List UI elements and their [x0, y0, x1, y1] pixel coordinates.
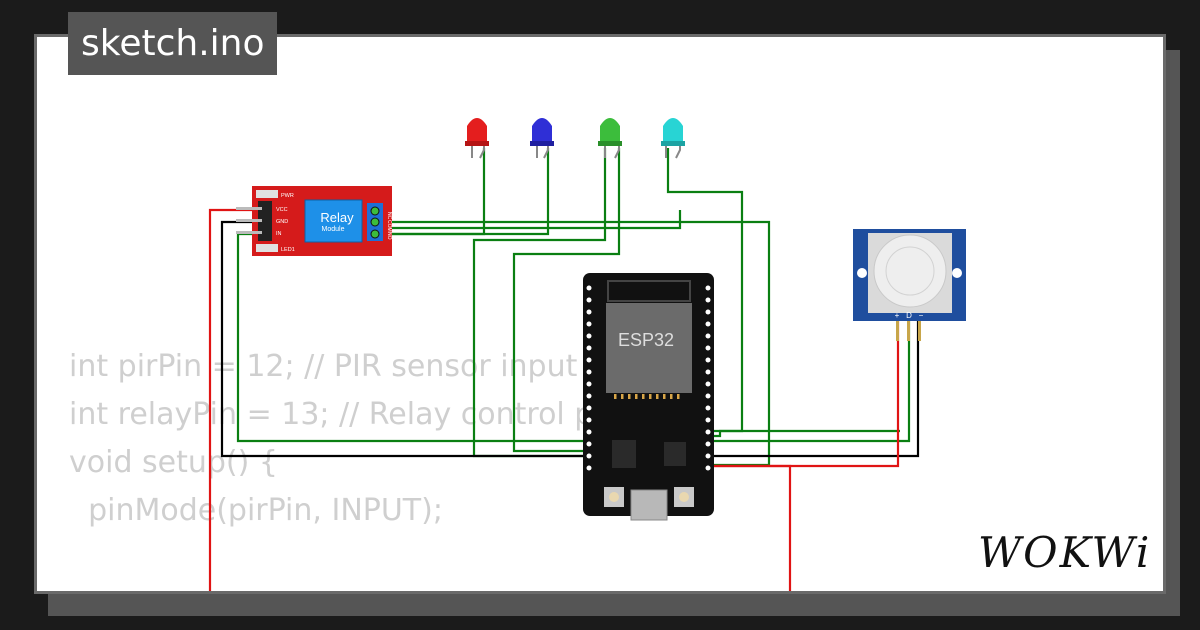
wire-relay-no — [386, 210, 682, 230]
led-red[interactable] — [465, 118, 489, 159]
relay-contact-nc: NC — [386, 212, 392, 220]
led-green[interactable] — [598, 118, 622, 159]
wire-blue-led — [386, 148, 550, 236]
usb-port — [630, 489, 668, 521]
esp32-boot-button[interactable] — [604, 487, 624, 507]
pir-pin-gnd: − — [919, 311, 924, 320]
code-line: pinMode(pirPin, INPUT); — [69, 493, 443, 528]
led-cyan[interactable] — [661, 118, 685, 159]
relay-pin-gnd: GND — [276, 219, 288, 225]
wire-in-to-pir-d — [236, 232, 911, 443]
esp32-pin-holes — [586, 285, 711, 471]
pir-pin-vcc: + — [895, 311, 900, 320]
wire-esp-right — [707, 429, 900, 438]
wire-pir-vcc — [707, 316, 900, 468]
wire-green-led-b — [512, 148, 621, 453]
sketch-title-tag: sketch.ino — [68, 12, 278, 75]
pir-sensor[interactable]: + D − — [853, 229, 966, 341]
wire-ground — [220, 220, 920, 458]
wire-vcc — [208, 208, 260, 591]
esp32-en-button[interactable] — [674, 487, 694, 507]
relay-pin-in: IN — [276, 231, 282, 237]
led-blue[interactable] — [530, 118, 554, 159]
code-line: void setup() { — [69, 445, 278, 480]
wokwi-logo: WOKWi — [978, 528, 1152, 577]
relay-contact-no: NO — [386, 232, 392, 240]
relay-led-pwr: PWR — [281, 193, 294, 199]
relay-title: Relay — [320, 210, 354, 225]
code-line: int relayPin = 13; // Relay control pin — [69, 397, 621, 432]
relay-pin-vcc: VCC — [276, 207, 288, 213]
esp32-chip-label: ESP32 — [618, 330, 674, 350]
relay-subtitle: Module — [322, 226, 345, 233]
relay-contact-com: COM — [386, 220, 392, 232]
relay-module[interactable]: Relay Module VCC GND IN PWR LED1 NC COM … — [236, 186, 392, 256]
relay-led-led1: LED1 — [281, 247, 295, 253]
pir-pin-d: D — [906, 311, 912, 320]
power-wires — [208, 208, 900, 591]
esp32-board[interactable]: ESP32 — [583, 273, 714, 521]
